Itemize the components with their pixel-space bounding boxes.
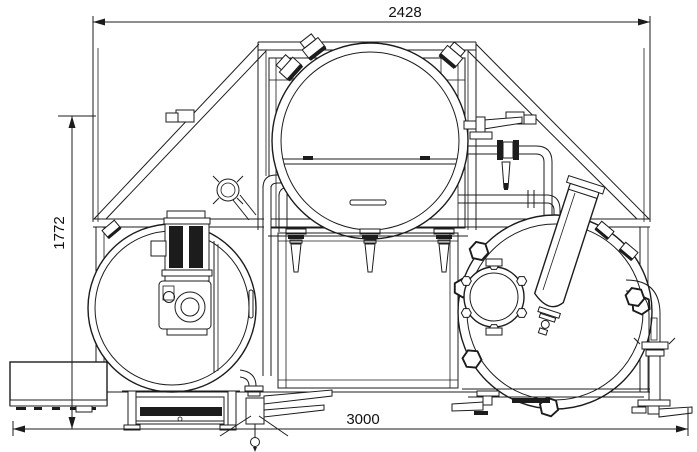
dimension-bottom-width: 3000 [12, 408, 689, 436]
under-tank-nozzle-manifold [268, 228, 468, 273]
rim-fitting [594, 220, 615, 240]
leveling-foot [451, 390, 500, 415]
terminal-box [150, 240, 167, 257]
butterfly-valve-handle [483, 116, 523, 130]
clamp-ring [216, 178, 240, 202]
lower-right-tank [449, 174, 655, 419]
control-cabinet [9, 361, 108, 413]
leveling-foot [658, 406, 693, 418]
rim-stub [463, 120, 477, 130]
rim-fitting [101, 219, 122, 239]
right-discharge-pipe [623, 279, 693, 418]
frame-bracket-left [175, 109, 195, 123]
tank-nozzle [438, 41, 466, 70]
sight-slot [349, 199, 387, 206]
drop-nozzle [359, 228, 381, 273]
fill-pipe [533, 174, 606, 336]
left-tank-base [122, 390, 240, 431]
dim-left-label: 1772 [51, 216, 68, 249]
drain-ball [250, 437, 260, 447]
dimension-top-width: 2428 [93, 4, 650, 26]
right-valve-piping [458, 116, 561, 218]
drain-valve-cluster [219, 369, 333, 452]
dim-bottom-label: 3000 [346, 411, 379, 428]
valve-lever [263, 389, 333, 405]
gear-motor-assembly [150, 210, 213, 336]
manhole [460, 258, 528, 336]
motor-fins [169, 226, 183, 268]
left-transfer-pipes [212, 174, 302, 376]
level-slot [248, 289, 254, 319]
dimension-left-height: 1772 [51, 115, 96, 429]
upper-center-tank [271, 33, 477, 240]
lower-left-tank [81, 210, 257, 394]
valve-lever [263, 404, 325, 418]
valve-flange [497, 140, 503, 160]
pipe-clamp [641, 341, 669, 350]
tank-nozzle [299, 33, 327, 61]
drop-nozzle [433, 228, 455, 273]
pipe-end-clamp [537, 306, 562, 336]
tank-nozzle [275, 54, 304, 82]
rim-fitting [618, 241, 639, 261]
drop-nozzle [285, 228, 307, 273]
dim-top-label: 2428 [388, 4, 421, 21]
